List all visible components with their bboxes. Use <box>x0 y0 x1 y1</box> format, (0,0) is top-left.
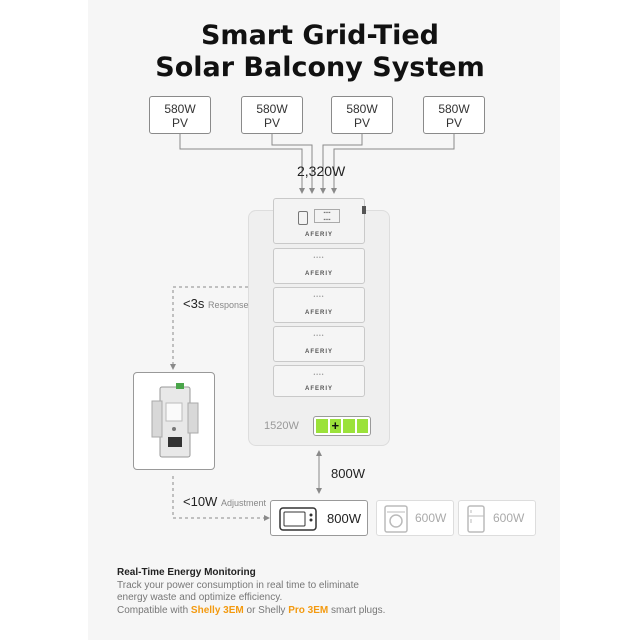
inverter-unit: ▪▪▪▪▪▪▪▪ AFERIY <box>273 198 365 244</box>
total-pv-power: 2,320W <box>297 163 346 179</box>
adjustment-label: Adjustment <box>220 498 266 508</box>
brand-logo: AFERIY <box>304 386 333 392</box>
appliance-microwave: 800W <box>270 500 368 536</box>
pv-watt: 580W <box>438 102 470 116</box>
pv-label: PV <box>263 116 280 130</box>
feature-heading: Real-Time Energy Monitoring <box>117 567 256 578</box>
pv-watt: 580W <box>256 102 288 116</box>
side-connector-icon <box>362 206 366 214</box>
led-indicator-icon: •••• <box>313 294 325 300</box>
smart-meter-box <box>133 372 215 470</box>
appliance-watt: 600W <box>493 511 525 525</box>
battery-module-1: •••• AFERIY <box>273 248 365 284</box>
led-indicator-icon: •••• <box>313 255 325 261</box>
led-indicator-icon: •••• <box>313 372 325 378</box>
pv-watt: 580W <box>164 102 196 116</box>
battery-module-2: •••• AFERIY <box>273 287 365 323</box>
led-indicator-icon: •••• <box>313 333 325 339</box>
pv-label: PV <box>445 116 462 130</box>
brand-logo: AFERIY <box>304 271 333 277</box>
adjustment-accuracy: <10W Adjustment <box>183 494 266 509</box>
pv-panel-2: 580W PV <box>241 96 303 134</box>
pv-label: PV <box>171 116 188 130</box>
battery-capacity-label: 1520W <box>264 420 299 432</box>
page-title: Smart Grid-Tied Solar Balcony System <box>0 20 640 84</box>
compatibility-line: Compatible with Shelly 3EM or Shelly Pro… <box>117 605 497 618</box>
feature-line-1: Track your power consumption in real tim… <box>117 579 359 591</box>
pv-panel-1: 580W PV <box>149 96 211 134</box>
pv-watt: 580W <box>346 102 378 116</box>
brand-logo: AFERIY <box>304 349 333 355</box>
compat-mid: or Shelly <box>243 604 289 616</box>
microwave-icon <box>279 507 317 531</box>
title-line-1: Smart Grid-Tied <box>200 20 440 51</box>
brand-logo: AFERIY <box>304 310 333 316</box>
appliance-watt: 800W <box>327 511 361 526</box>
battery-module-3: •••• AFERIY <box>273 326 365 362</box>
battery-level-icon: + <box>313 416 371 436</box>
response-time: <3s Response <box>183 296 248 311</box>
port-panel-icon: ▪▪▪▪▪▪▪▪ <box>314 209 340 223</box>
adjustment-value: <10W <box>183 494 218 509</box>
pv-panel-3: 580W PV <box>331 96 393 134</box>
pro-3em-label: Pro 3EM <box>288 604 329 616</box>
battery-module-4: •••• AFERIY <box>273 365 365 397</box>
fridge-icon <box>467 505 485 533</box>
brand-logo: AFERIY <box>304 232 333 238</box>
smart-meter-icon <box>151 383 199 458</box>
appliance-watt: 600W <box>415 511 447 525</box>
compat-suffix: smart plugs. <box>328 604 386 616</box>
response-label: Response <box>207 300 249 310</box>
feature-description: Real-Time Energy Monitoring Track your p… <box>117 567 497 617</box>
response-value: <3s <box>183 296 205 311</box>
feature-line-2: energy waste and optimize efficiency. <box>117 592 283 603</box>
title-line-2: Solar Balcony System <box>155 52 485 83</box>
pv-label: PV <box>353 116 370 130</box>
compat-prefix: Compatible with <box>117 604 191 616</box>
washing-machine-icon <box>384 505 408 533</box>
appliance-washing-machine: 600W <box>376 500 454 536</box>
pv-panel-4: 580W PV <box>423 96 485 134</box>
appliance-fridge: 600W <box>458 500 536 536</box>
power-button-icon <box>298 211 308 225</box>
shelly-3em-label: Shelly 3EM <box>190 604 244 616</box>
output-power: 800W <box>331 466 365 481</box>
